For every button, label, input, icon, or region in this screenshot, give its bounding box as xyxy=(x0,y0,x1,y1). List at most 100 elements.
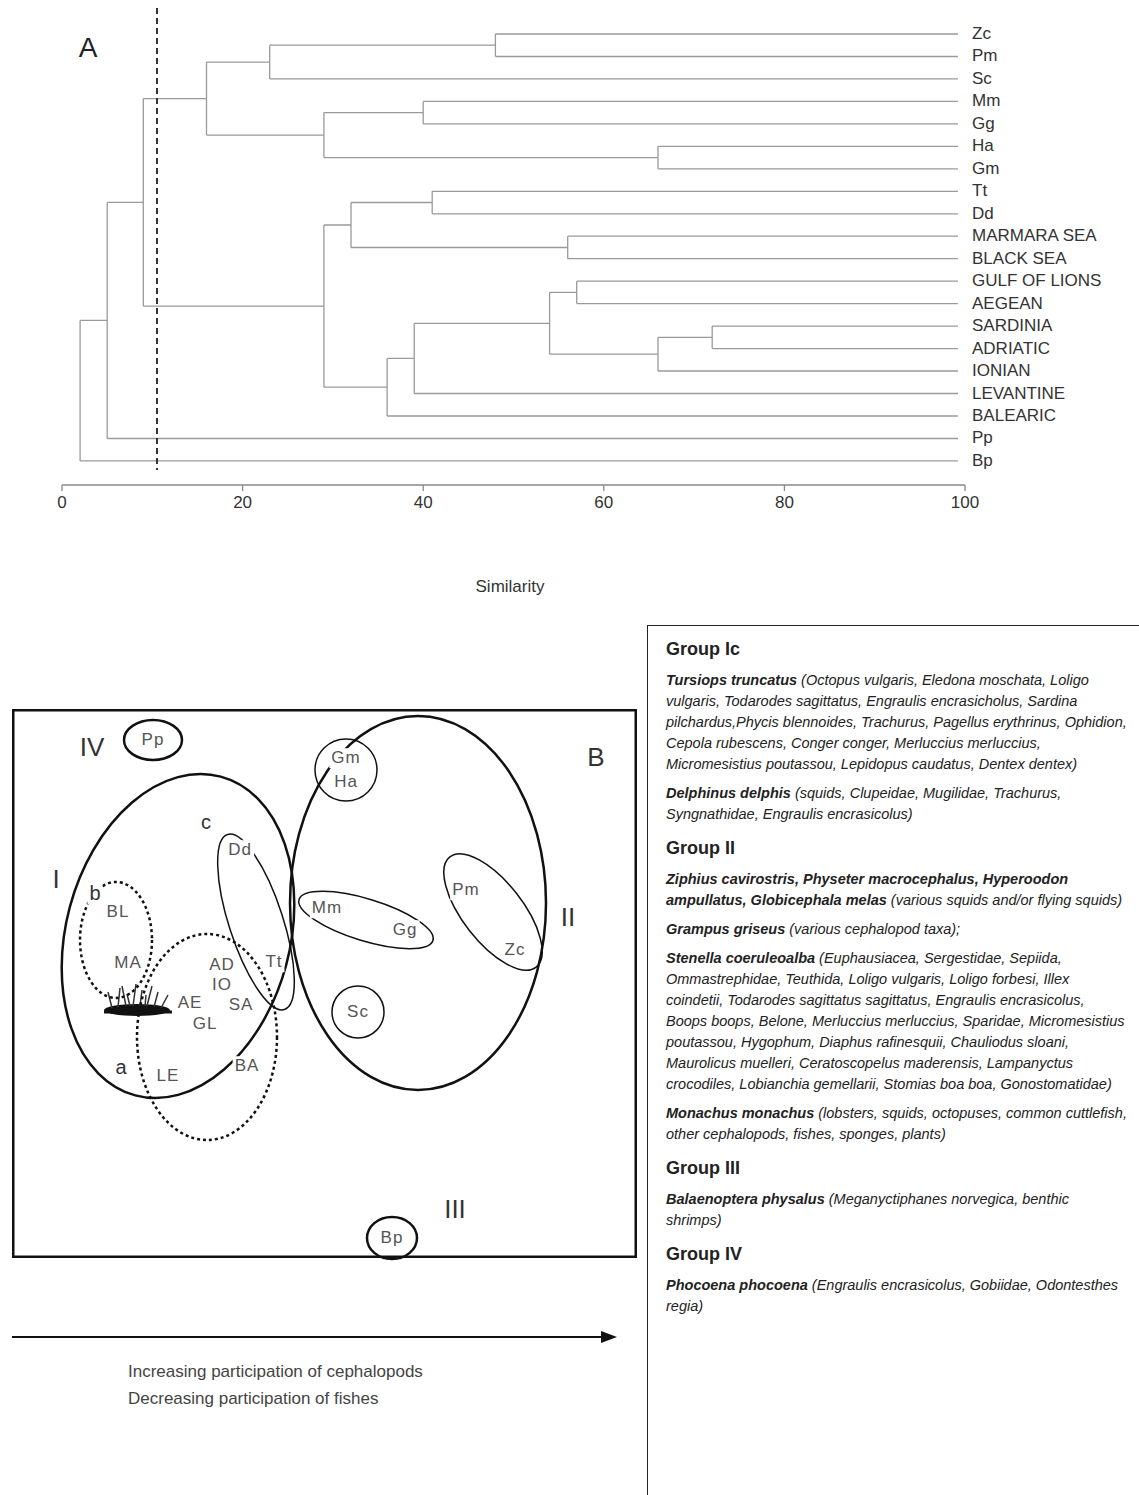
leaf-label: GULF OF LIONS xyxy=(972,271,1101,291)
ellipse-outline xyxy=(332,986,384,1038)
ellipse-outline xyxy=(315,739,377,801)
axis-tick xyxy=(784,485,785,491)
group-entry: Balaenoptera physalus(Meganyctiphanes no… xyxy=(666,1189,1127,1231)
node-outline xyxy=(66,771,290,1101)
leaf-label: BALEARIC xyxy=(972,406,1056,426)
ellipse-outline xyxy=(290,716,546,1090)
axis-tick xyxy=(242,485,243,491)
group-heading: Group Ic xyxy=(666,638,1127,661)
subgroup-ellipse: aADIOAESAGLLEBA xyxy=(137,934,277,1140)
group-entry: Tursiops truncatus(Octopus vulgaris, Ele… xyxy=(666,670,1127,775)
leaf-label: Tt xyxy=(972,182,987,202)
subgroup-ellipse: cDdTt xyxy=(229,830,283,1014)
species-name: Balaenoptera physalus xyxy=(666,1191,825,1207)
group-numeral: II xyxy=(559,903,577,933)
panel-letter: A xyxy=(79,32,98,64)
leaf-label: Gg xyxy=(972,114,995,134)
point-label: Pp xyxy=(140,730,167,750)
ellipse-outline xyxy=(293,879,439,960)
cut-line xyxy=(156,8,158,470)
species-name: Stenella coeruleoalba xyxy=(666,950,815,966)
point-label: Gg xyxy=(391,920,420,940)
ellipse-outline xyxy=(367,1217,417,1259)
species-name: Delphinus delphis xyxy=(666,785,791,801)
group-numeral: B xyxy=(585,743,606,773)
panel-content: Group Ic Tursiops truncatus(Octopus vulga… xyxy=(666,638,1127,1317)
leaf-label: Ha xyxy=(972,137,994,157)
point-label: Mm xyxy=(310,898,344,918)
node-outline xyxy=(463,842,523,982)
axis-tick-label: 20 xyxy=(233,493,252,513)
group-numeral: I xyxy=(50,865,61,895)
leaf-label: Bp xyxy=(972,451,993,471)
group-entry: Delphinus delphis(squids, Clupeidae, Mug… xyxy=(666,783,1127,825)
point-label: Dd xyxy=(226,840,254,860)
group-entry: Monachus monachus(lobsters, squids, octo… xyxy=(666,1103,1127,1145)
axis-tick-label: 40 xyxy=(414,493,433,513)
subgroup-ellipse: bBLMA xyxy=(80,882,152,998)
axis-tick-label: 0 xyxy=(57,493,66,513)
group-heading-text: Group II xyxy=(666,838,735,858)
point-label: Sc xyxy=(345,1002,371,1022)
point-label: BA xyxy=(233,1056,262,1076)
leaf-label: ADRIATIC xyxy=(972,339,1050,359)
group-heading-text: Group Ic xyxy=(666,639,740,659)
cluster-ellipse: MmGg xyxy=(296,899,436,941)
diet-list: (various squids and/or flying squids) xyxy=(891,892,1122,908)
diet-list: (Euphausiacea, Sergestidae, Sepiida, Omm… xyxy=(666,950,1125,1092)
point-label: Tt xyxy=(263,952,284,972)
point-label: MA xyxy=(112,953,144,973)
dendrogram xyxy=(80,34,958,461)
gradient-label: Increasing participation of cephalopods xyxy=(128,1362,423,1382)
axis-tick-label: 100 xyxy=(951,493,979,513)
group-numeral: III xyxy=(442,1195,468,1225)
group-ellipse: IbBLMAaADIOAESAGLLEBAcDdTt xyxy=(66,771,290,1101)
point-label: Pm xyxy=(450,880,482,900)
axis-ticks xyxy=(62,485,965,491)
diet-list: (various cephalopod taxa); xyxy=(789,921,960,937)
point-label: AD xyxy=(207,955,237,975)
leaf-label: Gm xyxy=(972,159,999,179)
group-heading: Group IV xyxy=(666,1243,1127,1266)
legend-text-panel: Group Ic Tursiops truncatus(Octopus vulga… xyxy=(647,625,1139,1495)
leaf-label: IONIAN xyxy=(972,361,1031,381)
axis-tick xyxy=(61,485,62,491)
x-axis xyxy=(62,484,965,485)
axis-title: Similarity xyxy=(476,577,545,597)
species-name: Tursiops truncatus xyxy=(666,672,797,688)
leaf-label: Sc xyxy=(972,69,992,89)
group-entry: Stenella coeruleoalba(Euphausiacea, Serg… xyxy=(666,948,1127,1095)
group-heading-text: Group III xyxy=(666,1158,740,1178)
leaf-label: Dd xyxy=(972,204,994,224)
point-label: SA xyxy=(227,995,256,1015)
ellipse-outline xyxy=(426,838,559,985)
group-ellipse: IIIBp xyxy=(367,1217,417,1259)
leaf-label: Zc xyxy=(972,24,991,44)
group-numeral: IV xyxy=(78,733,107,763)
axis-tick xyxy=(964,485,965,491)
cluster-ellipse: PmZc xyxy=(463,842,523,982)
leaf-label: SARDINIA xyxy=(972,316,1052,336)
point-label: Zc xyxy=(503,940,528,960)
group-entry: Ziphius cavirostris, Physeter macrocepha… xyxy=(666,869,1127,911)
subgroup-letter: c xyxy=(199,811,213,834)
cluster-circle: GmHa xyxy=(315,739,377,801)
leaf-label: AEGEAN xyxy=(972,294,1043,314)
axis-tick xyxy=(603,485,604,491)
leaf-label: MARMARA SEA xyxy=(972,226,1097,246)
point-label: BL xyxy=(105,902,132,922)
point-label: Ha xyxy=(332,772,360,792)
leaf-label: BLACK SEA xyxy=(972,249,1067,269)
gradient-label: Decreasing participation of fishes xyxy=(128,1389,378,1409)
group-heading: Group III xyxy=(666,1157,1127,1180)
point-label: IO xyxy=(210,975,234,995)
leaf-label: Pm xyxy=(972,47,998,67)
point-label: Gm xyxy=(329,748,362,768)
frame-rect xyxy=(13,710,636,1257)
seagrass-icon xyxy=(104,984,172,1016)
axis-tick xyxy=(423,485,424,491)
group-ellipse: IIGmHaMmGgPmZcSc xyxy=(290,716,546,1090)
ordination-frame: BIVPpIbBLMAaADIOAESAGLLEBAcDdTtIIGmHaMmG… xyxy=(12,709,637,1258)
point-label: LE xyxy=(155,1066,182,1086)
leaf-label: LEVANTINE xyxy=(972,384,1065,404)
